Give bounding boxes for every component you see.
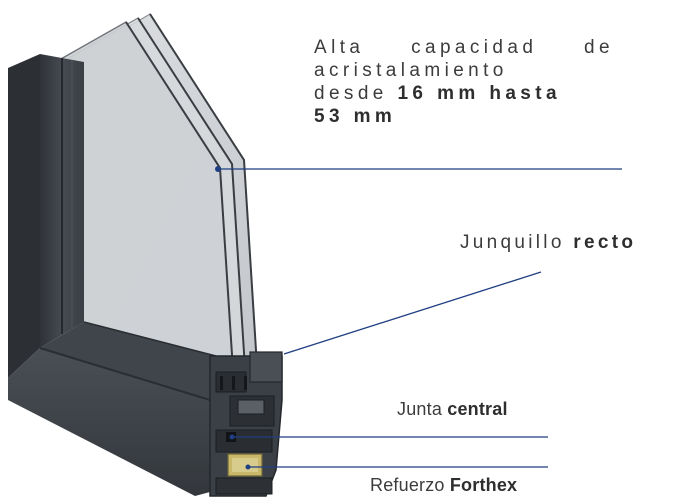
- glazing-line-4-bold: 53 mm: [314, 106, 397, 127]
- glazing-line-3: desde 16 mm hasta: [314, 82, 614, 105]
- glazing-line-2: acristalamiento: [314, 60, 508, 81]
- gasket-label: Junta: [397, 399, 448, 419]
- glazing-line-3-prefix: desde: [314, 83, 398, 104]
- callout-central-gasket: Junta central: [397, 399, 508, 420]
- glazing-line-4: 53 mm: [314, 105, 614, 128]
- glazing-line-3-bold: 16 mm hasta: [397, 83, 561, 104]
- reinforcement-label: Refuerzo: [370, 475, 450, 495]
- glazing-line-1: Alta capacidad de: [314, 37, 614, 58]
- callout-glazing-bead: Junquillo recto: [460, 232, 636, 254]
- bead-label-bold: recto: [573, 232, 637, 253]
- leader-line-bead: [283, 271, 542, 355]
- leader-lines: [215, 166, 622, 470]
- bead-label: Junquillo: [460, 232, 574, 253]
- callout-reinforcement: Refuerzo Forthex: [370, 475, 517, 496]
- callout-glazing-capacity: Alta capacidad de acristalamiento desde …: [314, 36, 614, 128]
- leader-dot-gasket: [229, 434, 235, 440]
- window-frame: [8, 54, 217, 496]
- leader-dot-reinforcement: [245, 464, 251, 470]
- gasket-label-bold: central: [447, 399, 508, 419]
- frame-left-face: [8, 54, 40, 378]
- profile-cross-section: [209, 351, 283, 497]
- reinforcement-label-bold: Forthex: [449, 475, 518, 495]
- frame-bottom-top: [40, 322, 216, 400]
- glass-panes: [51, 13, 259, 387]
- leader-dot-glazing: [215, 166, 221, 172]
